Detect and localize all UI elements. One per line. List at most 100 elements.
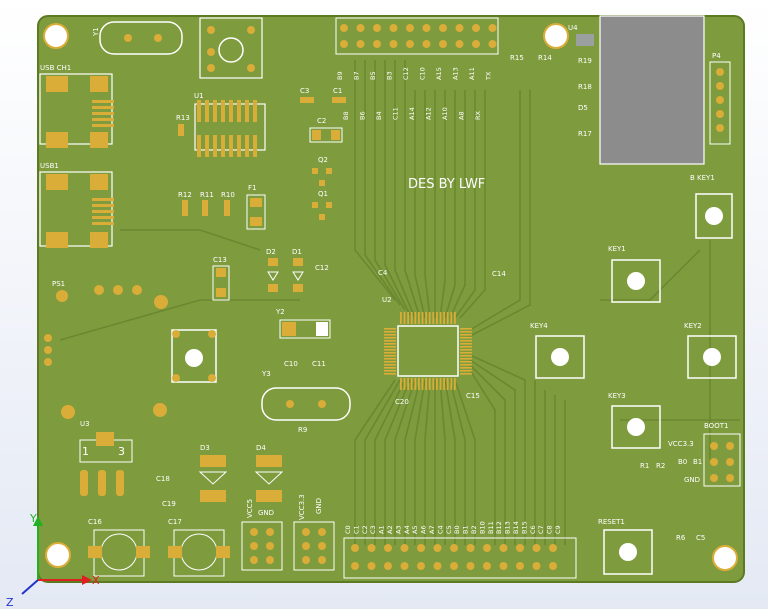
label-key3: KEY3 [608, 392, 626, 400]
top-header-label-upper: C12 [402, 67, 410, 80]
button-key2[interactable] [687, 335, 737, 379]
cap-c2[interactable] [309, 127, 343, 143]
label-r17: R17 [578, 130, 592, 138]
label-ps1: PS1 [52, 280, 65, 288]
cap-c16[interactable] [88, 529, 150, 577]
label-b-key1: B KEY1 [690, 174, 715, 182]
cap-c13[interactable] [212, 265, 230, 301]
top-pin-header[interactable] [335, 17, 499, 55]
button-reset1[interactable] [603, 529, 653, 575]
diode-d1[interactable] [292, 258, 304, 292]
top-header-label-lower: B8 [342, 111, 350, 120]
label-usb1: USB1 [40, 162, 59, 170]
label-q2: Q2 [318, 156, 328, 164]
usb1-connector[interactable] [39, 171, 114, 248]
diode-d3[interactable] [198, 455, 228, 502]
bottom-pin-header[interactable] [343, 537, 577, 579]
label-r1: R1 [640, 462, 649, 470]
component-x1[interactable] [199, 17, 263, 79]
bottom-header-label: A2 [386, 525, 394, 534]
label-vcc5: VCC5 [246, 499, 254, 518]
button-key3[interactable] [611, 405, 661, 449]
mcu-u2-pins [384, 312, 472, 390]
bottom-header-label: C0 [344, 525, 352, 534]
label-u3: U3 [80, 420, 90, 428]
usb-ch1-connector[interactable] [39, 73, 114, 148]
label-r6: R6 [676, 534, 686, 542]
label-c17: C17 [168, 518, 182, 526]
label-d3: D3 [200, 444, 210, 452]
header-vcc5[interactable] [241, 521, 283, 571]
fuse-f1[interactable] [246, 194, 266, 230]
bottom-header-label: B15 [520, 521, 528, 534]
diode-d4[interactable] [254, 455, 284, 502]
label-y2: Y2 [275, 308, 285, 316]
bottom-header-label: C3 [369, 525, 377, 534]
label-b1: B1 [693, 458, 702, 466]
label-d5: D5 [578, 104, 588, 112]
crystal-y1[interactable] [99, 21, 183, 55]
top-header-label-upper: A11 [468, 67, 476, 80]
header-boot1[interactable] [703, 433, 741, 487]
label-c14: C14 [492, 270, 506, 278]
diode-d2[interactable] [267, 258, 279, 292]
label-c5: C5 [696, 534, 705, 542]
label-gnd-left: GND [258, 509, 274, 517]
module-u4[interactable] [599, 15, 705, 165]
ic-u1-pins [197, 100, 257, 157]
label-u2: U2 [382, 296, 392, 304]
bottom-header-label: A7 [428, 525, 436, 534]
button-key4[interactable] [535, 335, 585, 379]
bottom-header-label: C8 [546, 525, 554, 534]
label-r12: R12 [178, 191, 192, 199]
header-p4[interactable] [709, 61, 731, 145]
crystal-y2[interactable] [279, 319, 331, 339]
label-d2: D2 [266, 248, 276, 256]
label-c13: C13 [213, 256, 227, 264]
label-vcc33-left: VCC3.3 [298, 494, 306, 520]
label-c2: C2 [317, 117, 326, 125]
bottom-header-label: C6 [529, 525, 537, 534]
label-u1: U1 [194, 92, 204, 100]
label-boot1: BOOT1 [704, 422, 728, 430]
top-header-label-upper: TX [485, 71, 493, 81]
axis-y-label: Y [29, 512, 37, 525]
label-b0: B0 [678, 458, 687, 466]
mounting-hole [543, 23, 569, 49]
label-u3-pin3: 3 [118, 445, 125, 458]
label-c4: C4 [378, 269, 388, 277]
top-header-label-upper: B7 [353, 71, 361, 80]
bottom-header-label: C2 [361, 525, 369, 534]
button-b-key1[interactable] [695, 193, 733, 239]
label-y3: Y3 [261, 370, 271, 378]
header-vcc33[interactable] [293, 521, 335, 571]
top-header-label-upper: B9 [336, 71, 344, 80]
button-key1[interactable] [611, 259, 661, 303]
top-header-label-lower: C11 [392, 107, 400, 120]
cap-c17[interactable] [168, 529, 230, 577]
crystal-y3[interactable] [261, 387, 351, 421]
label-r19: R19 [578, 57, 592, 65]
label-c18: C18 [156, 475, 170, 483]
label-reset1: RESET1 [598, 518, 625, 526]
label-f1: F1 [248, 184, 256, 192]
power-switch[interactable] [171, 329, 217, 383]
label-r15: R15 [510, 54, 524, 62]
label-vcc33-right: VCC3.3 [668, 440, 694, 448]
bottom-header-label: B2 [470, 525, 478, 534]
label-key2: KEY2 [684, 322, 702, 330]
top-header-label-upper: B5 [369, 71, 377, 80]
top-header-label-upper: C10 [419, 67, 427, 80]
top-header-label-lower: B6 [359, 111, 367, 120]
label-u4: U4 [568, 24, 578, 32]
label-c20: C20 [395, 398, 409, 406]
label-gnd-right: GND [684, 476, 700, 484]
mcu-u2[interactable] [384, 312, 472, 390]
label-c15: C15 [466, 392, 480, 400]
pcb-board [37, 15, 745, 583]
label-r2: R2 [656, 462, 665, 470]
top-header-label-upper: B3 [386, 71, 394, 80]
top-header-label-upper: A15 [435, 67, 443, 80]
